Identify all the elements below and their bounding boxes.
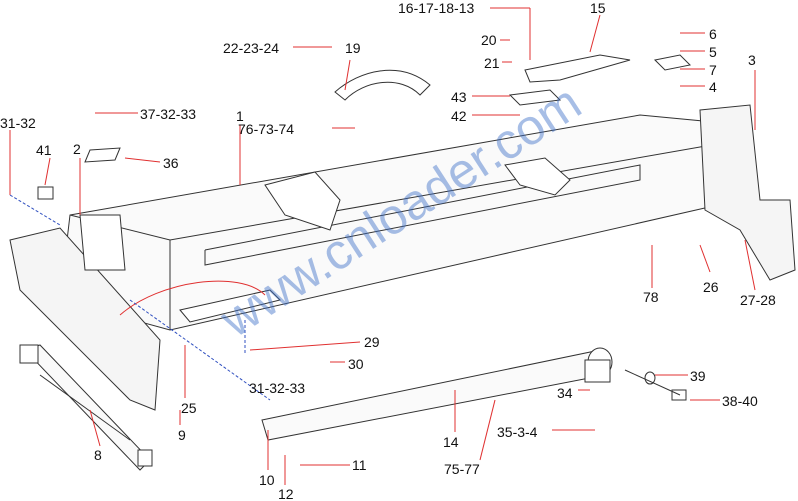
callout-20: 20 <box>481 32 497 48</box>
callout-43: 43 <box>451 89 467 105</box>
callout-37-32-33: 37-32-33 <box>140 106 197 122</box>
callout-42: 42 <box>451 108 467 124</box>
callout-29: 29 <box>364 334 380 350</box>
callout-39: 39 <box>690 368 706 384</box>
callout-78: 78 <box>643 289 659 305</box>
callout-19: 19 <box>345 40 361 56</box>
callout-8: 8 <box>94 447 102 463</box>
callout-4: 4 <box>709 79 717 95</box>
callout-3: 3 <box>748 52 756 68</box>
callout-27-28: 27-28 <box>740 292 776 308</box>
callout-15: 15 <box>590 0 606 16</box>
machine-outline <box>9 54 796 471</box>
callout-31-32: 31-32 <box>0 115 36 131</box>
callout-76-73-74: 76-73-74 <box>238 121 295 137</box>
callout-34: 34 <box>557 385 573 401</box>
callout-36: 36 <box>163 155 179 171</box>
callout-16-17-18-13: 16-17-18-13 <box>398 0 475 16</box>
callout-6: 6 <box>709 26 717 42</box>
callout-9: 9 <box>178 427 186 443</box>
callout-75-77: 75-77 <box>444 461 480 477</box>
callout-12: 12 <box>278 486 294 501</box>
callout-30: 30 <box>348 356 364 372</box>
callout-1: 1 <box>236 108 244 124</box>
callout-10: 10 <box>259 472 275 488</box>
callout-21: 21 <box>484 55 500 71</box>
callout-14: 14 <box>443 434 459 450</box>
callout-7: 7 <box>709 62 717 78</box>
leader-lines <box>9 7 756 485</box>
callout-25: 25 <box>181 400 197 416</box>
callout-41: 41 <box>36 142 52 158</box>
assembly-dash-lines <box>9 194 271 401</box>
callout-11: 11 <box>352 457 367 473</box>
callout-35-3-4: 35-3-4 <box>497 424 538 440</box>
callout-5: 5 <box>709 44 717 60</box>
callout-38-40: 38-40 <box>722 393 758 409</box>
callout-22-23-24: 22-23-24 <box>223 40 280 56</box>
callout-2: 2 <box>73 141 81 157</box>
callout-26: 26 <box>703 279 719 295</box>
callout-31-32-33: 31-32-33 <box>249 380 306 396</box>
